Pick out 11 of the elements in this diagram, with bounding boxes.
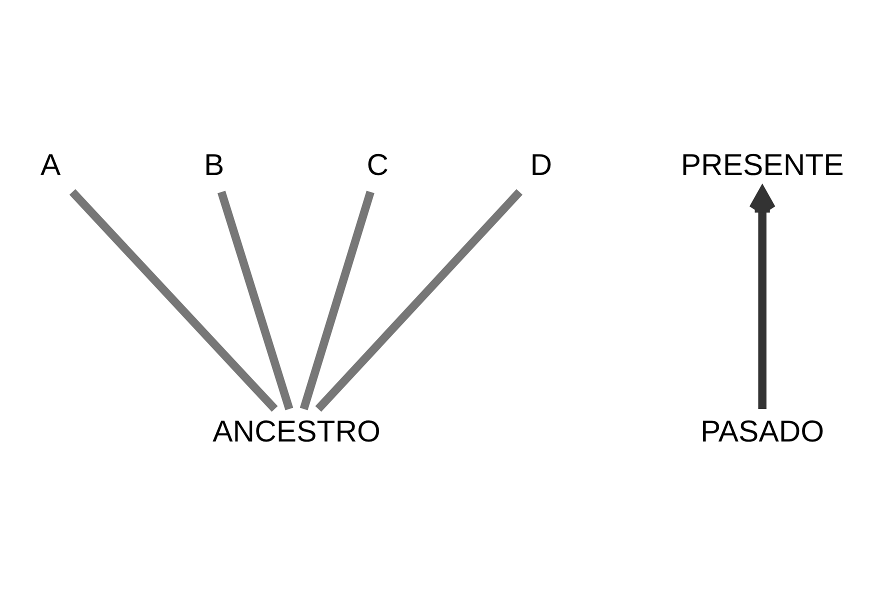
connector xyxy=(300,190,374,410)
node-text: PASADO xyxy=(700,415,824,448)
connector xyxy=(218,190,294,410)
node-text: B xyxy=(204,148,224,182)
node-text: D xyxy=(530,148,552,182)
node-text: C xyxy=(366,148,389,182)
connector xyxy=(69,189,278,412)
connector xyxy=(315,189,522,412)
node-text: PRESENTE xyxy=(680,148,844,182)
node-text: ANCESTRO xyxy=(212,415,381,448)
node-text: A xyxy=(40,148,61,182)
